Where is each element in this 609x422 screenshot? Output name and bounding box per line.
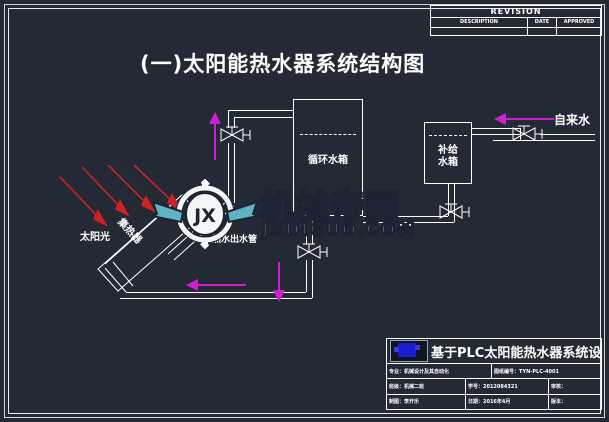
pipe-seg [228, 110, 229, 128]
supply-tank [424, 122, 472, 184]
title-block-review: 审核： [551, 383, 567, 390]
page-title: (一)太阳能热水器系统结构图 [140, 52, 426, 76]
revision-cell-approved [557, 28, 601, 35]
revision-table: REVISION DESCRIPTION DATE APPROVED [430, 5, 602, 36]
revision-col-date: DATE [528, 18, 557, 27]
pipe-seg [454, 184, 455, 222]
supply-tank-label-2: 水箱 [438, 157, 458, 168]
pipe-seg [306, 260, 307, 292]
pipe-seg [126, 292, 306, 293]
supply-tank-label-1: 补给 [438, 145, 458, 156]
pipe-seg [120, 298, 312, 299]
sunlight-rays [59, 164, 190, 259]
revision-cell-description [431, 28, 528, 35]
pipe-seg [228, 143, 229, 209]
pipe-seg [306, 216, 307, 244]
title-block-designer: 制图：李开乐 [387, 394, 466, 409]
revision-table-row [431, 28, 601, 35]
drawing-frame-outer [4, 4, 605, 418]
revision-table-header: DESCRIPTION DATE APPROVED [431, 18, 601, 28]
title-block-header: 基于PLC太阳能热水器系统设 [387, 339, 601, 364]
pipe-seg [363, 216, 448, 217]
drawing-frame-inner [8, 8, 601, 414]
revision-col-description: DESCRIPTION [431, 18, 528, 27]
circulation-tank-water-level [300, 134, 356, 135]
title-block-heading: 基于PLC太阳能热水器系统设 [431, 345, 601, 361]
title-block-row-1: 专业：机械设计及其自动化 图纸编号：TYN-PLC-4001 [387, 364, 601, 380]
pipe-seg [312, 216, 313, 244]
title-block-version: 版本： [551, 399, 567, 406]
sunlight-label: 太阳光 [80, 232, 110, 243]
title-block-student-no: 学号：2012084321 [466, 379, 549, 394]
pipe-seg [472, 128, 520, 129]
pipe-seg [448, 184, 449, 216]
circulation-tank [293, 99, 363, 216]
hot-water-pipe-label: 热水出水管 [212, 235, 258, 245]
revision-col-approved: APPROVED [563, 19, 595, 25]
pipe-seg [234, 117, 235, 128]
pipe-seg [520, 128, 521, 140]
title-block-date: 日期：2016年4月 [466, 394, 549, 409]
title-block-major: 专业：机械设计及其自动化 [387, 364, 493, 379]
revision-table-title: REVISION [431, 6, 601, 18]
supply-tank-water-level [429, 135, 467, 136]
institution-logo-icon [390, 340, 428, 362]
pipe-collector-bottom [104, 261, 135, 300]
pipe-tap-water-inlet [540, 134, 595, 135]
pipe-seg [234, 117, 294, 118]
pipe-tap-water-inlet [493, 140, 595, 141]
pipe-seg [312, 260, 313, 298]
revision-cell-date [528, 28, 557, 35]
title-block-row-3: 制图：李开乐 日期：2016年4月 版本： [387, 394, 601, 409]
pipe-seg [234, 143, 235, 203]
title-block: 基于PLC太阳能热水器系统设 专业：机械设计及其自动化 图纸编号：TYN-PLC… [386, 338, 602, 410]
title-block-class: 班级：机械二班 [387, 379, 466, 394]
circulation-tank-label: 循环水箱 [308, 155, 348, 166]
title-block-drawing-no: 图纸编号：TYN-PLC-4001 [494, 368, 559, 375]
title-block-row-2: 班级：机械二班 学号：2012084321 审核： [387, 379, 601, 395]
pipe-seg [228, 110, 294, 111]
pipe-seg [363, 222, 454, 223]
pipe-seg [472, 134, 520, 135]
tap-water-label: 自来水 [554, 113, 591, 127]
